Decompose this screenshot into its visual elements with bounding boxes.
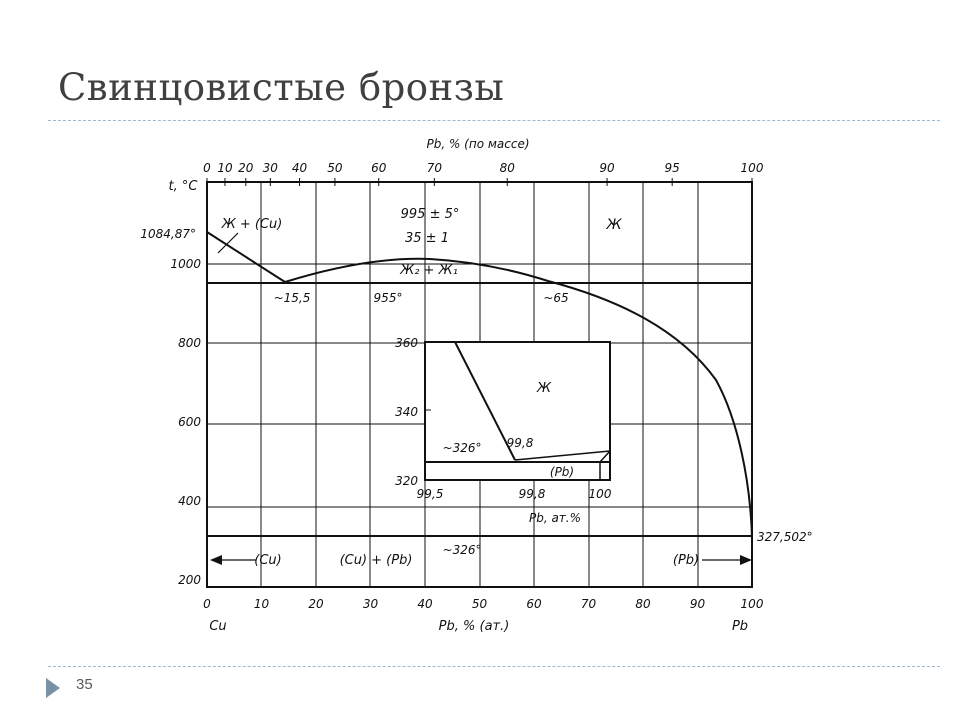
monotectic-right-label: ~65 [543,291,568,305]
eutectic-temp-label: ~326° [443,543,482,557]
region-liquid: Ж [605,217,622,233]
footer-divider [48,666,940,667]
bottom-tick-label: 100 [741,597,764,611]
bottom-axis-label: Pb, % (ат.) [439,619,510,634]
top-tick-label: 100 [741,161,764,175]
arrow-right-icon [740,555,752,565]
inset-eutectic-temp: ~326° [443,441,482,455]
top-tick-label: 50 [327,161,343,175]
region-two-liquids: Ж₂ + Ж₁ [399,263,458,278]
inset-liquidus [454,341,516,461]
top-tick-label: 10 [217,161,233,175]
inset-region-solid-pb: (Pb) [550,465,574,479]
bottom-tick-label: 90 [690,597,706,611]
critical-temp-label: 995 ± 5° [401,207,460,222]
arrow-left-icon [210,555,222,565]
top-tick-label: 0 [203,161,211,175]
y-tick-label: 600 [178,415,201,429]
inset-y-tick-label: 340 [395,405,418,419]
element-cu-label: Cu [209,619,226,634]
monotectic-left-label: ~15,5 [274,291,311,305]
bottom-tick-label: 20 [308,597,324,611]
y-axis-ticks: 1000 800 600 400 200 [170,257,201,587]
critical-comp-label: 35 ± 1 [405,231,449,246]
inset-region-liquid: Ж [536,381,552,396]
top-tick-label: 20 [238,161,254,175]
bottom-tick-label: 10 [254,597,270,611]
inset-x-axis-ticks: 99,5 99,8 100 [417,487,612,501]
bottom-tick-label: 70 [581,597,597,611]
top-tick-label: 30 [263,161,279,175]
inset-y-tick-label: 320 [395,474,418,488]
inset-x-tick-label: 99,8 [519,487,546,501]
inset-x-tick-label: 100 [589,487,612,501]
miscibility-gap-dome [284,257,549,283]
pb-melting-label: 327,502° [757,530,813,544]
inset-y-axis-ticks: 360 340 320 [395,336,418,488]
y-tick-label: 1000 [170,257,201,271]
bottom-tick-label: 60 [526,597,542,611]
top-tick-label: 80 [500,161,516,175]
inset-x-tick-label: 99,5 [417,487,444,501]
y-tick-label: 800 [178,336,201,350]
top-tick-label: 70 [427,161,443,175]
y-tick-label: 400 [178,494,201,508]
liquidus-cu [206,231,286,283]
monotectic-temp-label: 955° [374,291,403,305]
bottom-tick-label: 30 [363,597,379,611]
top-tick-label: 95 [665,161,680,175]
region-solid-pb: (Pb) [673,553,699,568]
top-axis-label: Pb, % (по массе) [426,137,529,151]
cu-melting-label: 1084,87° [140,227,196,241]
bottom-tick-label: 0 [203,597,211,611]
bottom-tick-label: 50 [472,597,488,611]
region-solid-mix: (Cu) + (Pb) [340,553,413,568]
inset-y-tick-label: 360 [395,336,418,350]
bottom-tick-label: 40 [417,597,433,611]
top-axis-ticks: 0 10 20 30 40 50 60 70 80 90 95 100 [203,161,764,186]
inset-x-label: Pb, ат.% [529,511,581,525]
inset-solidus [514,450,611,461]
y-tick-label: 200 [178,573,201,587]
slide-title: Свинцовистые бронзы [58,66,505,109]
label-pointer [217,232,239,254]
bottom-tick-label: 80 [635,597,651,611]
top-tick-label: 60 [371,161,387,175]
inset-frame [424,341,611,481]
element-pb-label: Pb [732,619,748,634]
title-divider [48,120,940,121]
liquidus-pb [547,280,753,537]
inset-eutectic-comp: 99,8 [507,436,534,450]
y-axis-label: t, °C [169,179,199,194]
triangle-right-icon [46,678,60,698]
bottom-axis-ticks: 0 10 20 30 40 50 60 70 80 90 100 [203,597,764,611]
region-liquid-cu: Ж + (Cu) [221,217,283,232]
top-tick-label: 90 [599,161,615,175]
page-number: 35 [76,676,93,693]
top-tick-label: 40 [292,161,308,175]
region-solid-cu: (Cu) [254,553,281,568]
